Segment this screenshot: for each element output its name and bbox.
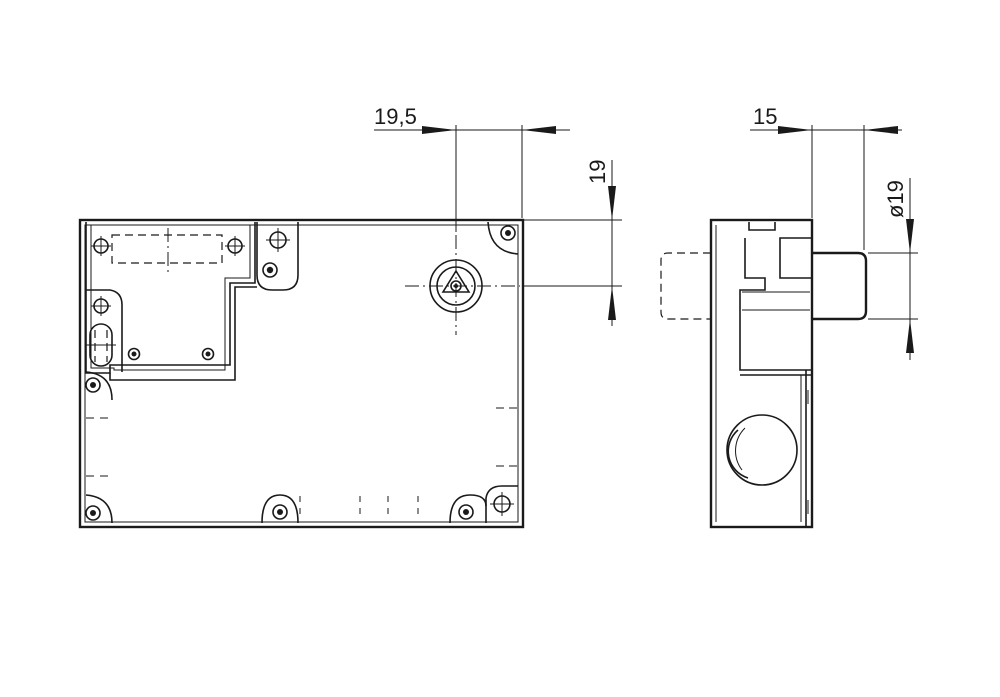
side-housing-outline	[709, 218, 814, 529]
bottom-right-boss	[449, 494, 487, 524]
screw-icon	[458, 504, 474, 520]
dimension-label: ø19	[883, 180, 908, 218]
top-notch	[748, 222, 776, 231]
corner-boss-bottom-right	[485, 485, 518, 523]
screw-icon	[262, 262, 278, 278]
screw-icon	[85, 505, 101, 521]
dimension-15: 15	[750, 104, 902, 250]
connector-pocket-inner	[90, 225, 251, 371]
dimension-diameter-19: ø19	[868, 178, 918, 360]
front-housing-outline	[78, 218, 525, 529]
side-slot-outline	[86, 289, 123, 372]
t-slot-left	[739, 238, 812, 371]
cable-entry-outer	[726, 414, 798, 486]
corner-boss-top-right	[487, 221, 519, 255]
t-slot-right	[779, 237, 812, 279]
corner-boss-bottom-left	[85, 494, 113, 524]
hidden-edge-marks	[86, 407, 517, 514]
bottom-center-boss	[261, 494, 299, 524]
dimension-label: 15	[753, 104, 777, 129]
front-housing-inner-outline	[84, 224, 519, 523]
connector-slot-hidden	[111, 234, 223, 264]
screw-icon	[85, 377, 101, 393]
screw-icon	[500, 225, 516, 241]
cable-entry-inner	[727, 429, 749, 479]
screw-icon	[272, 504, 288, 520]
side-view	[660, 218, 868, 529]
connector-step-line	[109, 286, 257, 381]
front-view	[78, 218, 525, 529]
dimension-label: 19	[585, 160, 610, 184]
corner-boss-mid-left	[85, 371, 113, 401]
actuator-head	[812, 251, 868, 321]
dimension-19-5: 19,5	[374, 104, 570, 232]
dimension-label: 19,5	[374, 104, 417, 129]
dimension-19: 19	[524, 160, 622, 326]
screw-boss-outline	[256, 222, 299, 291]
hidden-actuator-left	[660, 252, 711, 320]
